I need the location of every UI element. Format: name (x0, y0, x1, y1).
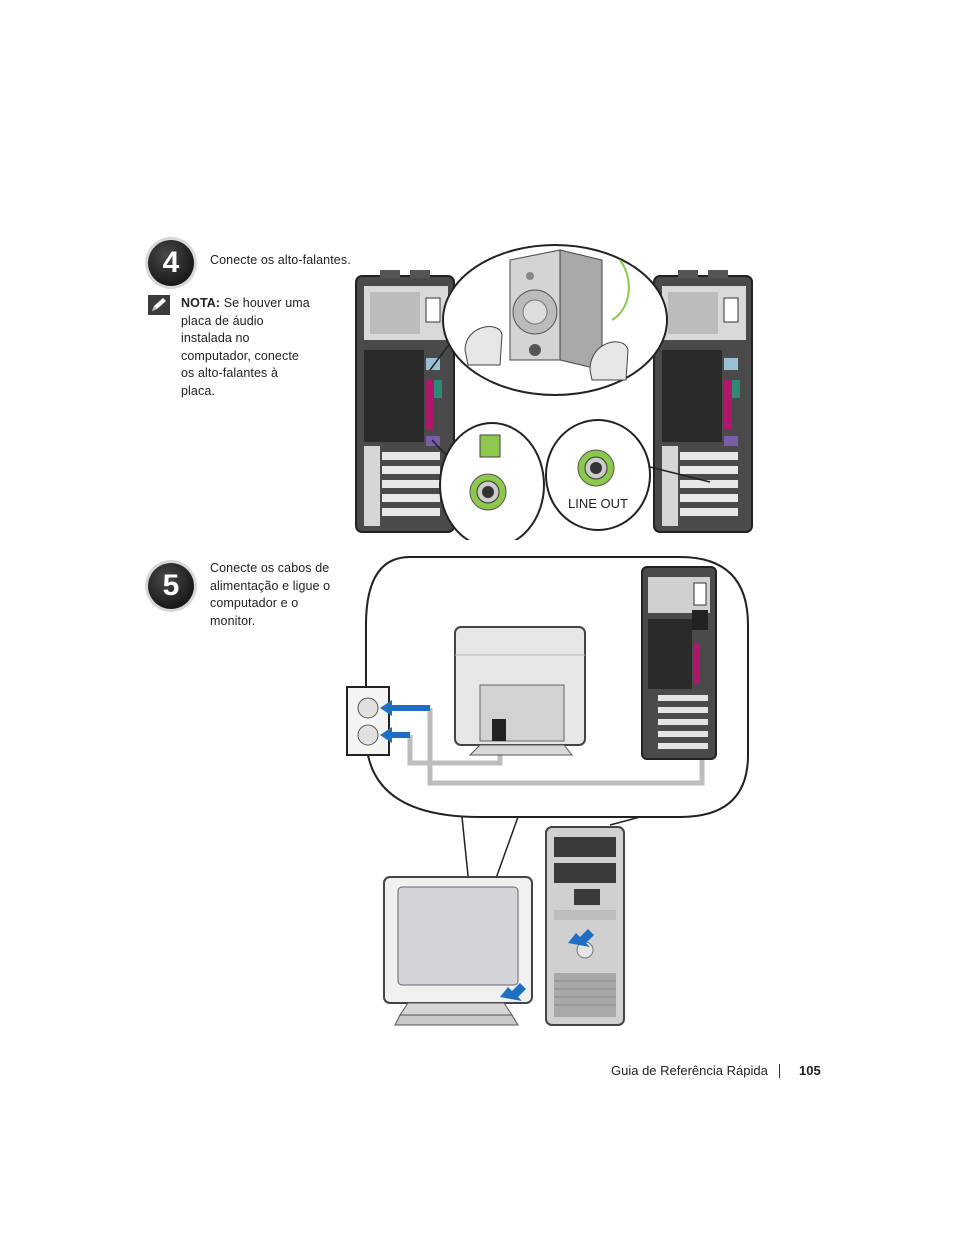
line-out-label: LINE OUT (568, 496, 628, 511)
speaker-connection-illustration: LINE OUT (350, 240, 760, 548)
line-out-callout-right-icon (545, 419, 711, 531)
note-label: NOTA: (181, 296, 221, 310)
outlet-arrow-top-icon (380, 700, 430, 716)
page-number: 105 (799, 1063, 821, 1078)
note-line-4: computador, conecte (181, 348, 299, 363)
crt-monitor-rear-icon (454, 626, 586, 756)
note-line-6: placa. (181, 383, 215, 398)
front-monitor-icon (383, 876, 533, 1026)
step-5-line-2: alimentação e ligue o (210, 578, 331, 593)
left-tower-rear-icon (355, 270, 455, 533)
step-5-instruction: Conecte os cabos de alimentação e ligue … (210, 560, 350, 630)
note-line-3: instalada no (181, 331, 250, 345)
note-block: NOTA: Se houver uma placa de áudio insta… (181, 295, 321, 400)
step-4-number: 4 (162, 246, 180, 279)
right-tower-rear-icon (653, 270, 753, 533)
note-pencil-icon (148, 295, 170, 315)
wall-outlet-icon (346, 686, 390, 756)
outlet-arrow-bottom-icon (380, 727, 410, 743)
footer-title: Guia de Referência Rápida (611, 1063, 768, 1078)
tower-power-arrow-icon (568, 929, 594, 947)
power-connection-illustration (340, 555, 760, 1030)
step-5-number: 5 (162, 569, 180, 602)
step-4-badge: 4 (148, 240, 194, 286)
note-line-2: placa de áudio (181, 313, 264, 328)
speakers-callout-icon (429, 244, 668, 396)
step-5-badge: 5 (148, 563, 194, 609)
note-line-1: NOTA: Se houver uma (181, 296, 310, 310)
footer-divider (779, 1064, 780, 1078)
step-5-line-3: computador e o (210, 596, 299, 610)
note-line-5: os alto-falantes à (181, 366, 278, 380)
line-out-callout-left-icon (431, 422, 545, 548)
tower-front-icon (545, 826, 625, 1026)
tower-rear-power-icon (641, 566, 717, 760)
monitor-power-arrow-icon (500, 983, 526, 1001)
step-4-instruction: Conecte os alto-falantes. (210, 253, 351, 267)
step-5-line-4: monitor. (210, 613, 256, 628)
step-5-line-1: Conecte os cabos de (210, 561, 330, 575)
